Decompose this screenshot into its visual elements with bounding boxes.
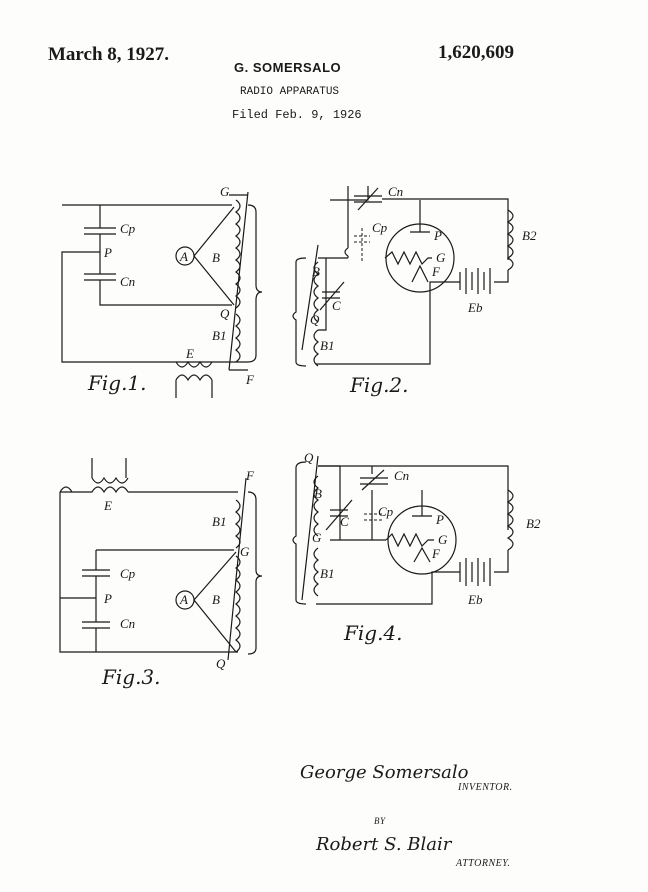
fig2-label-f: F — [431, 264, 441, 279]
figure-4: Q Cn B Cp C P B2 G G F B1 Eb Fig.4. — [292, 450, 541, 645]
fig1-label-cp: Cp — [120, 221, 136, 236]
fig4-label-p: P — [435, 512, 444, 527]
fig4-label-b: B — [314, 486, 322, 501]
fig2-label-cp: Cp — [372, 220, 388, 235]
inventor-name: G. SOMERSALO — [234, 60, 342, 75]
patent-number: 1,620,609 — [438, 42, 514, 63]
fig1-label-b: B — [212, 250, 220, 265]
patent-title: RADIO APPARATUS — [240, 86, 340, 98]
fig3-label-b: B — [212, 592, 220, 607]
fig4-label-f: F — [431, 546, 441, 561]
fig2-label-b: B — [312, 264, 320, 279]
inventor-signature: George Somersalo — [300, 762, 469, 783]
fig1-label-b1: B1 — [212, 328, 226, 343]
fig4-label-c: C — [340, 514, 349, 529]
fig4-label-g-tube: G — [438, 532, 448, 547]
fig4-label-b2: B2 — [526, 516, 541, 531]
fig3-label-b1: B1 — [212, 514, 226, 529]
fig2-label-g: G — [436, 250, 446, 265]
fig3-label-f: F — [245, 468, 255, 483]
fig1-label-e: E — [185, 346, 194, 361]
figure-2: Cn Cp P B2 G B C F Q B1 Eb Fig.2. — [292, 184, 537, 397]
fig2-label-eb: Eb — [467, 300, 483, 315]
fig2-label-c: C — [332, 298, 341, 313]
fig4-label-g: G — [312, 530, 322, 545]
figure-3: E F B1 G Cp P A B Cn Q Fig.3. — [59, 458, 263, 689]
fig3-label-cn: Cn — [120, 616, 135, 631]
fig1-label-q: Q — [220, 306, 230, 321]
fig3-label-p: P — [103, 591, 112, 606]
attorney-role: ATTORNEY. — [456, 858, 511, 869]
fig1-label-a: A — [179, 249, 188, 264]
figure-1: G Cp P Cn A B Q B1 E F Fig.1. — [61, 184, 263, 398]
by-label: BY — [374, 816, 386, 826]
fig3-label-cp: Cp — [120, 566, 136, 581]
fig4-label-b1: B1 — [320, 566, 334, 581]
fig3-label-q: Q — [216, 656, 226, 671]
fig2-label-cn: Cn — [388, 184, 403, 199]
attorney-signature: Robert S. Blair — [316, 834, 452, 855]
fig3-label-e: E — [103, 498, 112, 513]
fig2-label-b1: B1 — [320, 338, 334, 353]
fig3-label-a: A — [179, 592, 188, 607]
fig4-label-cp: Cp — [378, 504, 394, 519]
fig1-label-f: F — [245, 372, 255, 387]
fig2-caption: Fig.2. — [349, 373, 409, 397]
fig2-label-b2: B2 — [522, 228, 537, 243]
fig2-label-q: Q — [310, 312, 320, 327]
fig2-label-p: P — [433, 228, 442, 243]
fig4-label-eb: Eb — [467, 592, 483, 607]
fig1-caption: Fig.1. — [87, 371, 147, 395]
fig1-label-g: G — [220, 184, 230, 199]
inventor-role: INVENTOR. — [458, 782, 513, 793]
fig3-caption: Fig.3. — [101, 665, 161, 689]
fig1-label-cn: Cn — [120, 274, 135, 289]
fig1-label-p: P — [103, 245, 112, 260]
fig4-caption: Fig.4. — [343, 621, 403, 645]
fig4-label-q: Q — [304, 450, 314, 465]
fig4-label-cn: Cn — [394, 468, 409, 483]
fig3-label-g: G — [240, 544, 250, 559]
patent-date: March 8, 1927. — [48, 44, 170, 65]
filed-date: Filed Feb. 9, 1926 — [232, 108, 362, 122]
